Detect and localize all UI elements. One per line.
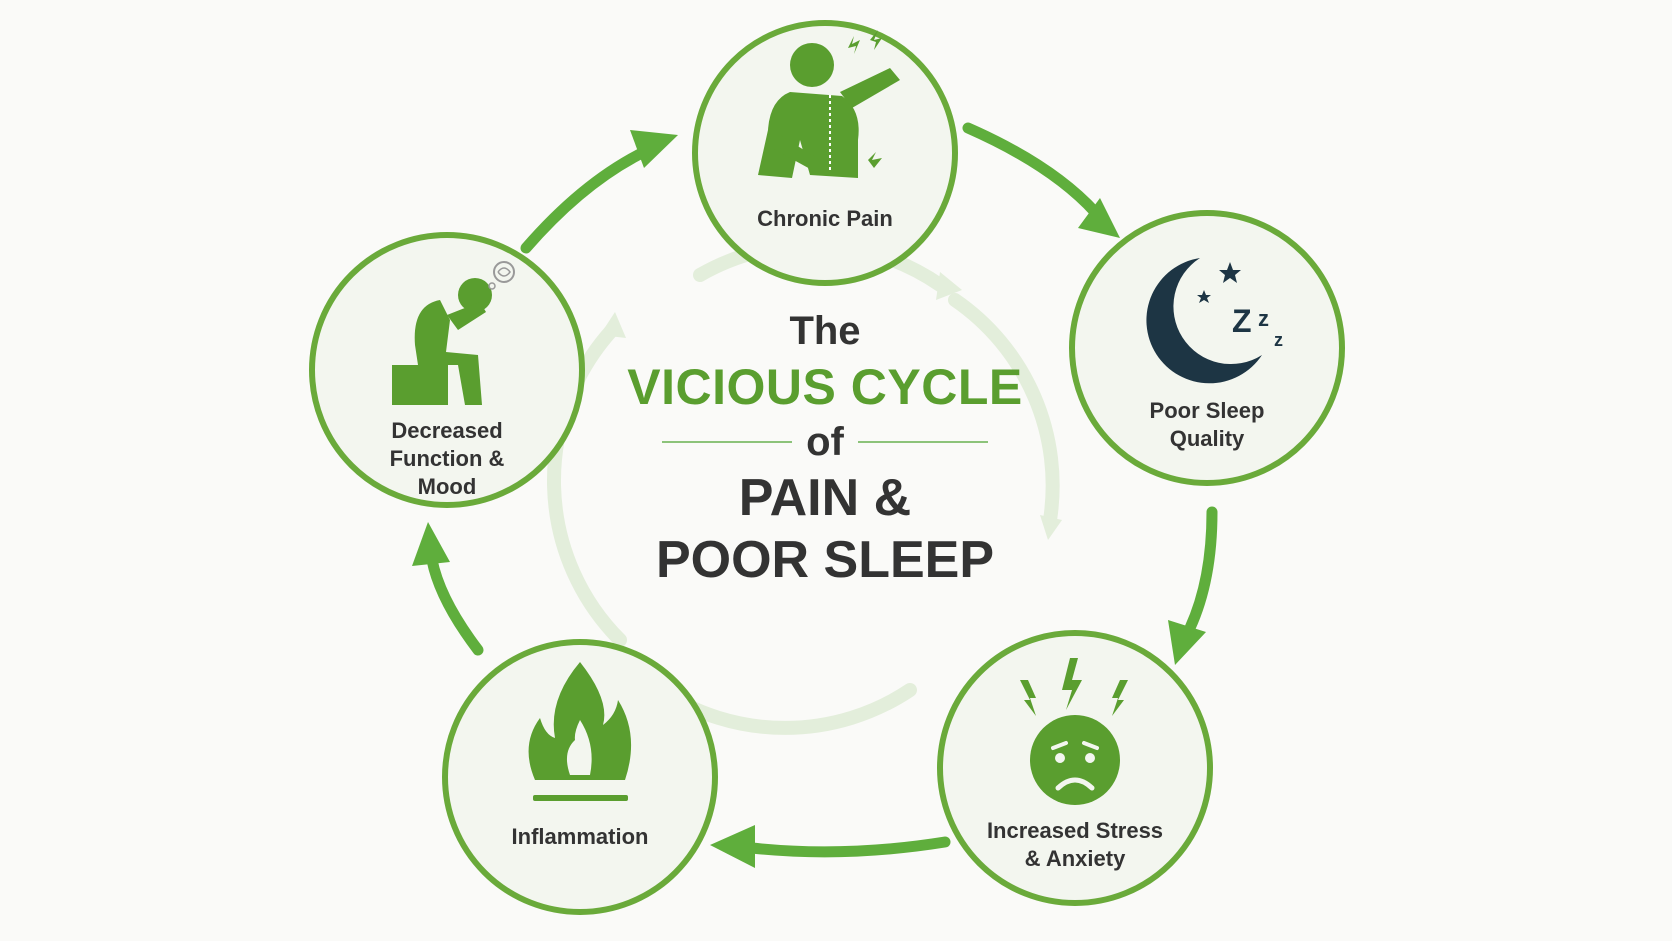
node-label-function-mood: Decreased Function & Mood <box>389 418 505 499</box>
title-divider-right <box>857 441 988 443</box>
arrowhead-sleep-to-stress <box>1168 620 1206 665</box>
title-of: of <box>806 420 844 464</box>
arrowhead-pain-to-sleep <box>1078 198 1120 238</box>
back-pain-figure-icon <box>758 30 900 178</box>
arrowhead-inflammation-to-function <box>412 522 450 566</box>
center-title: The VICIOUS CYCLE of PAIN & POOR SLEEP <box>610 305 1040 591</box>
depressed-figure-icon <box>392 261 515 405</box>
stressed-face-icon <box>1020 658 1128 805</box>
svg-text:z: z <box>1258 306 1269 331</box>
arrow-inflammation-to-function <box>426 554 484 656</box>
svg-text:Z: Z <box>1232 303 1252 339</box>
node-label-inflammation: Inflammation <box>511 824 649 849</box>
flame-icon <box>528 662 632 801</box>
title-pain: PAIN & <box>738 469 912 527</box>
title-the: The <box>789 309 861 353</box>
node-label-stress-anxiety: Increased Stress & Anxiety <box>986 818 1164 871</box>
title-vicious-cycle: VICIOUS CYCLE <box>627 359 1023 415</box>
arrow-function-to-pain <box>520 144 654 254</box>
title-divider-left <box>662 441 793 443</box>
node-label-poor-sleep: Poor Sleep Quality <box>1149 398 1265 451</box>
title-poor-sleep: POOR SLEEP <box>655 531 995 589</box>
arrow-stress-to-inflammation <box>746 836 951 858</box>
outer-cycle-arrowheads <box>412 130 1206 868</box>
arrowhead-function-to-pain <box>630 130 678 168</box>
arrow-pain-to-sleep <box>962 122 1101 218</box>
arrow-sleep-to-stress <box>1184 506 1218 634</box>
node-poor-sleep-circle <box>1069 210 1345 486</box>
arrowhead-stress-to-inflammation <box>710 825 755 868</box>
svg-text:z: z <box>1274 330 1283 350</box>
moon-zzz-icon: Z z z <box>1146 258 1283 384</box>
node-label-chronic-pain: Chronic Pain <box>757 206 893 231</box>
title-of-row: of <box>610 417 1040 467</box>
outer-cycle-arrows <box>426 122 1218 858</box>
